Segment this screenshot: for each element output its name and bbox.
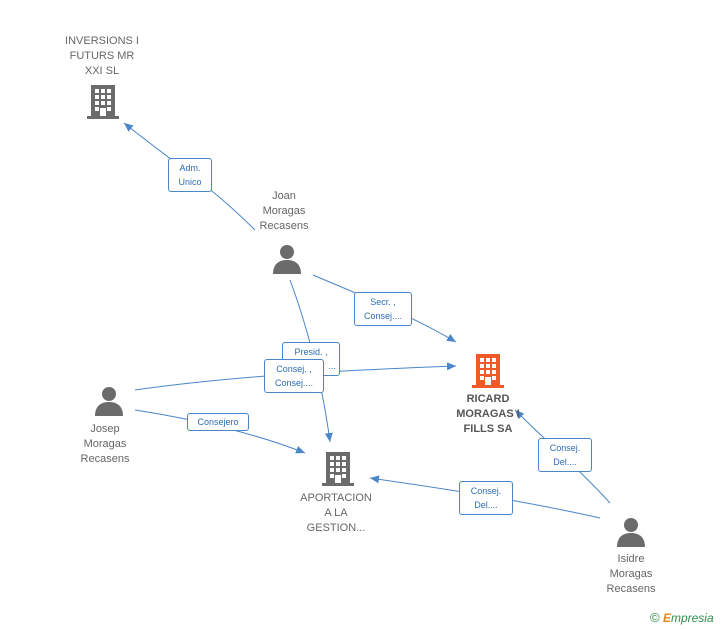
edge-label-consej-consej[interactable]: Consej. , Consej.... [264,359,324,393]
company-building-icon-highlight[interactable] [472,352,504,388]
person-icon[interactable] [271,243,303,275]
node-isidre-label[interactable]: Isidre Moragas Recasens [606,553,656,595]
company-building-icon[interactable] [322,450,354,486]
brand-logo: Empresia [662,611,714,625]
node-ricard-label[interactable]: RICARD MORAGAS I FILLS SA [456,393,520,435]
company-building-icon[interactable] [87,83,119,119]
edge-label-secr-consej[interactable]: Secr. , Consej.... [354,292,412,326]
edge-label-adm-unico[interactable]: Adm. Unico [168,158,212,192]
edge-label-isidre-aportacion[interactable]: Consej. Del.... [459,481,513,515]
copyright-brand: © Empresia [650,610,714,625]
person-icon[interactable] [93,385,125,417]
node-aportacion-label[interactable]: APORTACION A LA GESTION... [300,492,372,534]
person-icon[interactable] [615,516,647,548]
node-josep-label[interactable]: Josep Moragas Recasens [80,423,130,465]
node-joan-label[interactable]: Joan Moragas Recasens [259,190,309,232]
copyright-icon: © [650,610,660,625]
edge-label-isidre-ricard[interactable]: Consej. Del.... [538,438,592,472]
node-inversions-label[interactable]: INVERSIONS I FUTURS MR XXI SL [65,35,139,77]
edge-label-consejero[interactable]: Consejero [187,413,249,431]
